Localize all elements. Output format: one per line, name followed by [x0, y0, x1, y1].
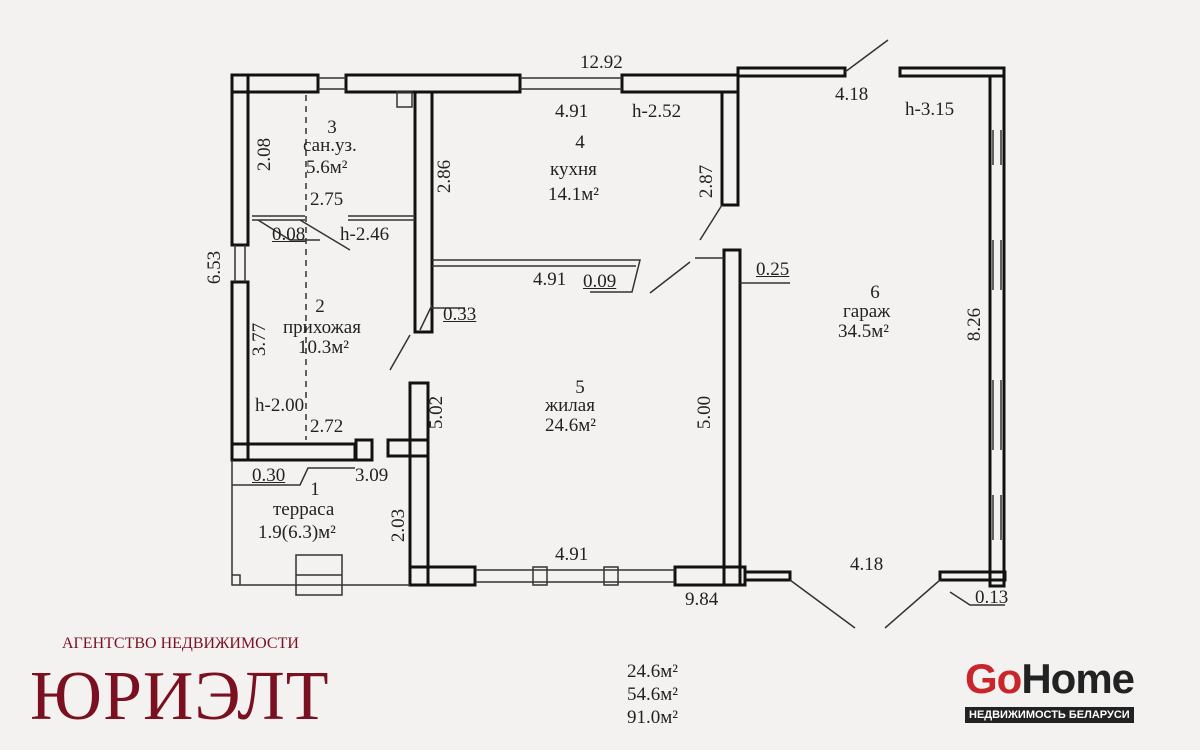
room-area: 10.3м² [298, 337, 349, 358]
dim: 6.53 [204, 250, 226, 285]
dim: 0.09 [583, 271, 617, 292]
dim: 4.91 [533, 269, 567, 290]
dim: 0.30 [252, 465, 286, 486]
logo-go: Go [965, 655, 1022, 702]
room-number: 2 [315, 296, 325, 317]
dim: 8.26 [964, 307, 986, 342]
logo-home: Home [1021, 655, 1135, 702]
area-totals: 24.6м² 54.6м² 91.0м² [627, 660, 678, 729]
dim: h-2.52 [632, 101, 682, 122]
dim: 2.75 [310, 189, 344, 210]
room-name: прихожая [283, 317, 361, 338]
windows-and-doors [231, 39, 1005, 629]
dim: 2.72 [310, 416, 344, 437]
dim: 0.33 [443, 304, 477, 325]
dim: 2.87 [696, 164, 718, 199]
overall-width-label: 12.92 [580, 52, 623, 73]
room-number: 6 [870, 282, 880, 303]
gohome-logo: GoHome [965, 655, 1135, 702]
dim: 0.25 [756, 259, 790, 280]
dim: 4.18 [850, 554, 884, 575]
dim: 2.03 [388, 508, 410, 543]
room-name: кухня [550, 159, 597, 180]
total-living: 24.6м² [627, 661, 678, 682]
dim: 0.08 [272, 224, 306, 245]
room-number: 4 [575, 132, 585, 153]
room-area: 14.1м² [548, 184, 599, 205]
agency-subtitle: АГЕНТСТВО НЕДВИЖИМОСТИ [62, 635, 299, 652]
dim: 2.08 [254, 137, 276, 172]
room-name: жилая [545, 395, 595, 416]
dim: 5.00 [694, 395, 716, 430]
dim: 3.77 [249, 322, 271, 357]
walls [230, 66, 1007, 588]
agency-logo: ЮРИЭЛТ [30, 658, 330, 735]
total-main: 54.6м² [627, 684, 678, 705]
dim: 5.02 [426, 395, 448, 430]
room-name: гараж [843, 301, 891, 322]
dim: 9.84 [685, 589, 719, 610]
dim: 4.18 [835, 84, 869, 105]
dim: h-3.15 [905, 99, 955, 120]
room-area: 24.6м² [545, 415, 596, 436]
dim: h-2.46 [340, 224, 390, 245]
room-area: 1.9(6.3)м² [258, 522, 336, 543]
dim: 2.86 [434, 159, 456, 194]
room-area: 5.6м² [306, 157, 348, 178]
room-number: 3 [327, 117, 337, 138]
dim: 3.09 [355, 465, 389, 486]
dim: 4.91 [555, 544, 589, 565]
room-number: 1 [310, 479, 320, 500]
dim: 4.91 [555, 101, 589, 122]
room-number: 5 [575, 377, 585, 398]
dim: 0.13 [975, 587, 1009, 608]
dim: h-2.00 [255, 395, 305, 416]
room-name: сан.уз. [303, 135, 357, 156]
total-overall: 91.0м² [627, 707, 678, 728]
room-area: 34.5м² [838, 321, 889, 342]
room-name: терраса [273, 499, 335, 520]
gohome-subtitle: НЕДВИЖИМОСТЬ БЕЛАРУСИ [965, 707, 1134, 723]
